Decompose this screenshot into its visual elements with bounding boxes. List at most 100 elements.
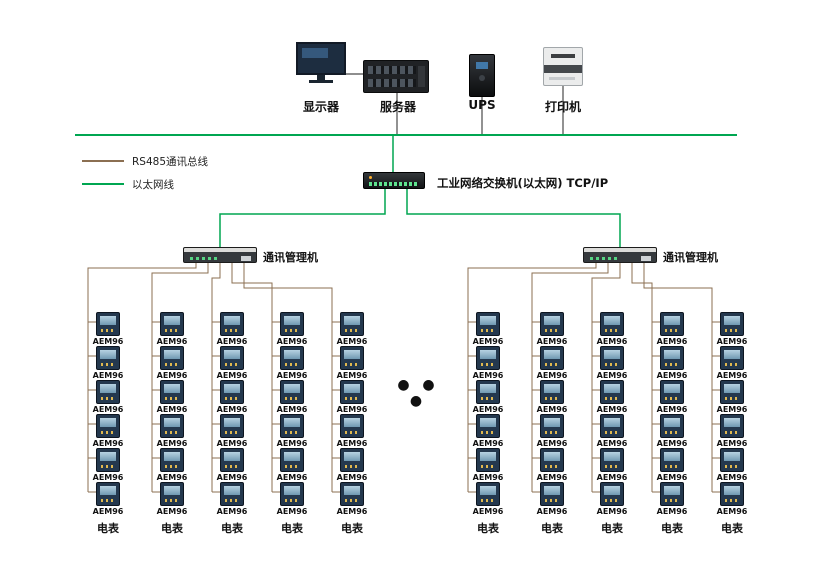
meter-device (340, 482, 364, 506)
server-label: 服务器 (379, 100, 416, 114)
meter-screen (224, 452, 240, 461)
meter-label: AEM96 (276, 405, 308, 414)
meter-device (220, 414, 244, 438)
meter-buttons (285, 397, 300, 400)
meter-device (160, 448, 184, 472)
switch-to-manager-right (406, 189, 621, 247)
meter-buttons (101, 397, 116, 400)
meter-device (96, 380, 120, 404)
monitor-icon (296, 42, 346, 83)
meter-screen (604, 350, 620, 359)
meter-screen (480, 316, 496, 325)
meter-device (720, 312, 744, 336)
meter-label: AEM96 (216, 439, 248, 448)
server-port-row (368, 66, 416, 74)
meter-device (476, 482, 500, 506)
meter-label: AEM96 (276, 371, 308, 380)
meter-screen (224, 486, 240, 495)
rs485-bus (591, 263, 621, 492)
comm-manager-device (583, 247, 657, 263)
meter-device (660, 448, 684, 472)
meter-device (600, 448, 624, 472)
meter-device (96, 448, 120, 472)
meter-column-footer: 电表 (721, 522, 743, 535)
meter-screen (724, 350, 740, 359)
meter-screen (664, 486, 680, 495)
meter-device (600, 312, 624, 336)
meter-label: AEM96 (216, 473, 248, 482)
meter-device (96, 482, 120, 506)
meter-buttons (225, 363, 240, 366)
meter-screen (164, 418, 180, 427)
meter-label: AEM96 (156, 439, 188, 448)
meter-screen (664, 350, 680, 359)
meter-screen (724, 384, 740, 393)
ethernet-switch-label: 工业网络交换机(以太网) TCP/IP (437, 176, 609, 190)
meter-buttons (345, 329, 360, 332)
ups-label: UPS (468, 98, 496, 112)
meter-label: AEM96 (156, 337, 188, 346)
meter-buttons (285, 465, 300, 468)
meter-screen (604, 418, 620, 427)
meter-buttons (481, 329, 496, 332)
meter-buttons (605, 499, 620, 502)
meter-label: AEM96 (336, 405, 368, 414)
meter-label: AEM96 (536, 337, 568, 346)
meter-screen (664, 384, 680, 393)
meter-label: AEM96 (336, 507, 368, 516)
meter-buttons (545, 465, 560, 468)
meter-label: AEM96 (656, 371, 688, 380)
manager-led-row (590, 257, 618, 260)
rs485-bus (231, 263, 273, 492)
meter-label: AEM96 (92, 371, 124, 380)
comm-manager-label: 通讯管理机 (263, 251, 318, 264)
meter-buttons (605, 431, 620, 434)
meter-screen (284, 384, 300, 393)
meter-device (476, 414, 500, 438)
meter-device (720, 414, 744, 438)
meter-label: AEM96 (156, 507, 188, 516)
meter-screen (284, 452, 300, 461)
ups-button (479, 75, 485, 81)
meter-screen (344, 486, 360, 495)
meter-label: AEM96 (716, 337, 748, 346)
meter-device (160, 346, 184, 370)
meter-label: AEM96 (216, 405, 248, 414)
meter-label: AEM96 (216, 337, 248, 346)
meter-buttons (345, 465, 360, 468)
meter-screen (224, 316, 240, 325)
meter-buttons (725, 363, 740, 366)
meter-screen (344, 350, 360, 359)
meter-label: AEM96 (656, 507, 688, 516)
meter-screen (100, 418, 116, 427)
meter-label: AEM96 (92, 507, 124, 516)
meter-screen (100, 486, 116, 495)
meter-device (160, 380, 184, 404)
meter-label: AEM96 (536, 439, 568, 448)
ethernet-switch-icon (363, 172, 425, 189)
meter-buttons (101, 329, 116, 332)
meter-buttons (165, 499, 180, 502)
meter-screen (664, 418, 680, 427)
meter-screen (100, 316, 116, 325)
meter-label: AEM96 (716, 473, 748, 482)
meter-screen (224, 350, 240, 359)
meter-buttons (605, 397, 620, 400)
rs485-bus (151, 263, 209, 492)
meter-label: AEM96 (92, 473, 124, 482)
meter-buttons (545, 329, 560, 332)
printer-icon (543, 47, 583, 86)
meter-device (96, 312, 120, 336)
meter-label: AEM96 (156, 371, 188, 380)
meter-column-footer: 电表 (221, 522, 243, 535)
meter-screen (664, 452, 680, 461)
monitor-screen (296, 42, 346, 75)
meter-column-footer: 电表 (97, 522, 119, 535)
meter-device (280, 482, 304, 506)
meter-device (540, 312, 564, 336)
meter-buttons (285, 431, 300, 434)
meter-screen (544, 384, 560, 393)
meter-buttons (605, 465, 620, 468)
meter-column-footer: 电表 (341, 522, 363, 535)
meter-device (660, 312, 684, 336)
